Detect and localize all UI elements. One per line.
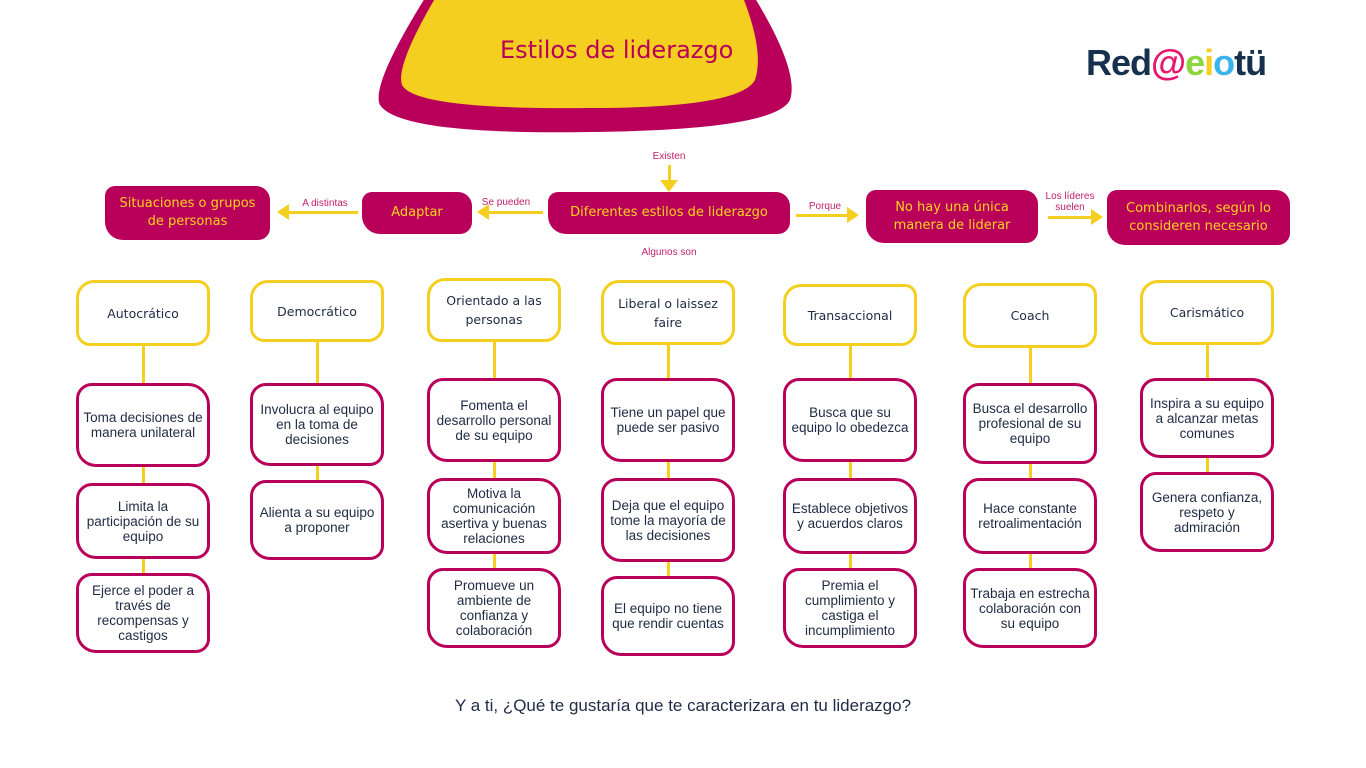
style-item: Tiene un papel que puede ser pasivo [601, 378, 735, 462]
style-item: Busca el desarrollo profesional de su eq… [963, 383, 1097, 464]
node-no-hay: No hay una única manera de liderar [866, 190, 1038, 243]
node-situaciones: Situaciones o grupos de personas [105, 186, 270, 240]
arrow-down [668, 165, 671, 181]
connector-line [1206, 458, 1209, 472]
connector-line [1029, 348, 1032, 383]
connector-line [667, 562, 670, 576]
connector-line [1029, 554, 1032, 568]
logo: Red@eiotü [1086, 42, 1267, 83]
arrow-left-1 [488, 211, 543, 214]
style-item: El equipo no tiene que rendir cuentas [601, 576, 735, 656]
style-item: Limita la participación de su equipo [76, 483, 210, 559]
arrow-head-left [277, 204, 289, 220]
arrow-head-right [847, 207, 859, 223]
connector-line [142, 346, 145, 383]
style-item: Involucra al equipo en la toma de decisi… [250, 383, 384, 466]
label-existen: Existen [652, 151, 686, 162]
style-item: Hace constante retroalimentación [963, 478, 1097, 554]
style-item: Ejerce el poder a través de recompensas … [76, 573, 210, 653]
style-item: Inspira a su equipo a alcanzar metas com… [1140, 378, 1274, 458]
style-item: Busca que su equipo lo obedezca [783, 378, 917, 462]
style-header: Carismático [1140, 280, 1274, 345]
style-item: Fomenta el desarrollo personal de su equ… [427, 378, 561, 462]
arrow-head-left [477, 204, 489, 220]
label-algunos-son: Algunos son [641, 247, 697, 258]
connector-line [316, 342, 319, 383]
style-item: Establece objetivos y acuerdos claros [783, 478, 917, 554]
style-header: Liberal o laissez faire [601, 280, 735, 345]
arrow-head-down [660, 180, 678, 192]
style-header: Autocrático [76, 280, 210, 346]
connector-line [849, 554, 852, 568]
connector-line [849, 462, 852, 478]
node-combinarlos: Combinarlos, según lo consideren necesar… [1107, 190, 1290, 245]
connector-line [849, 346, 852, 378]
connector-line [493, 554, 496, 568]
connector-line [1029, 464, 1032, 478]
arrow-right-1 [796, 214, 848, 217]
connector-line [142, 559, 145, 573]
arrow-head-right [1091, 209, 1103, 225]
label-los-lideres-suelen: Los líderes suelen [1045, 191, 1095, 213]
label-porque: Porque [808, 201, 842, 212]
page-title: Estilos de liderazgo [500, 36, 734, 64]
title-blob [378, 0, 792, 133]
style-item: Deja que el equipo tome la mayoría de la… [601, 478, 735, 562]
connector-line [667, 462, 670, 478]
connector-line [493, 462, 496, 478]
label-se-pueden: Se pueden [481, 197, 531, 208]
arrow-left-2 [288, 211, 358, 214]
style-header: Orientado a las personas [427, 278, 561, 342]
style-header: Democrático [250, 280, 384, 342]
style-item: Trabaja en estrecha colaboración con su … [963, 568, 1097, 648]
connector-line [667, 345, 670, 378]
style-header: Coach [963, 283, 1097, 348]
style-item: Alienta a su equipo a proponer [250, 480, 384, 560]
style-item: Promueve un ambiente de confianza y cola… [427, 568, 561, 648]
connector-line [1206, 345, 1209, 378]
node-diferentes-estilos: Diferentes estilos de liderazgo [548, 192, 790, 234]
node-adaptar: Adaptar [362, 192, 472, 234]
style-item: Genera confianza, respeto y admiración [1140, 472, 1274, 552]
style-header: Transaccional [783, 284, 917, 346]
style-item: Toma decisiones de manera unilateral [76, 383, 210, 467]
connector-line [316, 466, 319, 480]
style-item: Motiva la comunicación asertiva y buenas… [427, 478, 561, 554]
style-item: Premia el cumplimiento y castiga el incu… [783, 568, 917, 648]
connector-line [142, 467, 145, 483]
arrow-right-2 [1048, 216, 1092, 219]
closing-question: Y a ti, ¿Qué te gustaría que te caracter… [454, 696, 912, 715]
label-a-distintas: A distintas [302, 198, 348, 209]
connector-line [493, 342, 496, 378]
